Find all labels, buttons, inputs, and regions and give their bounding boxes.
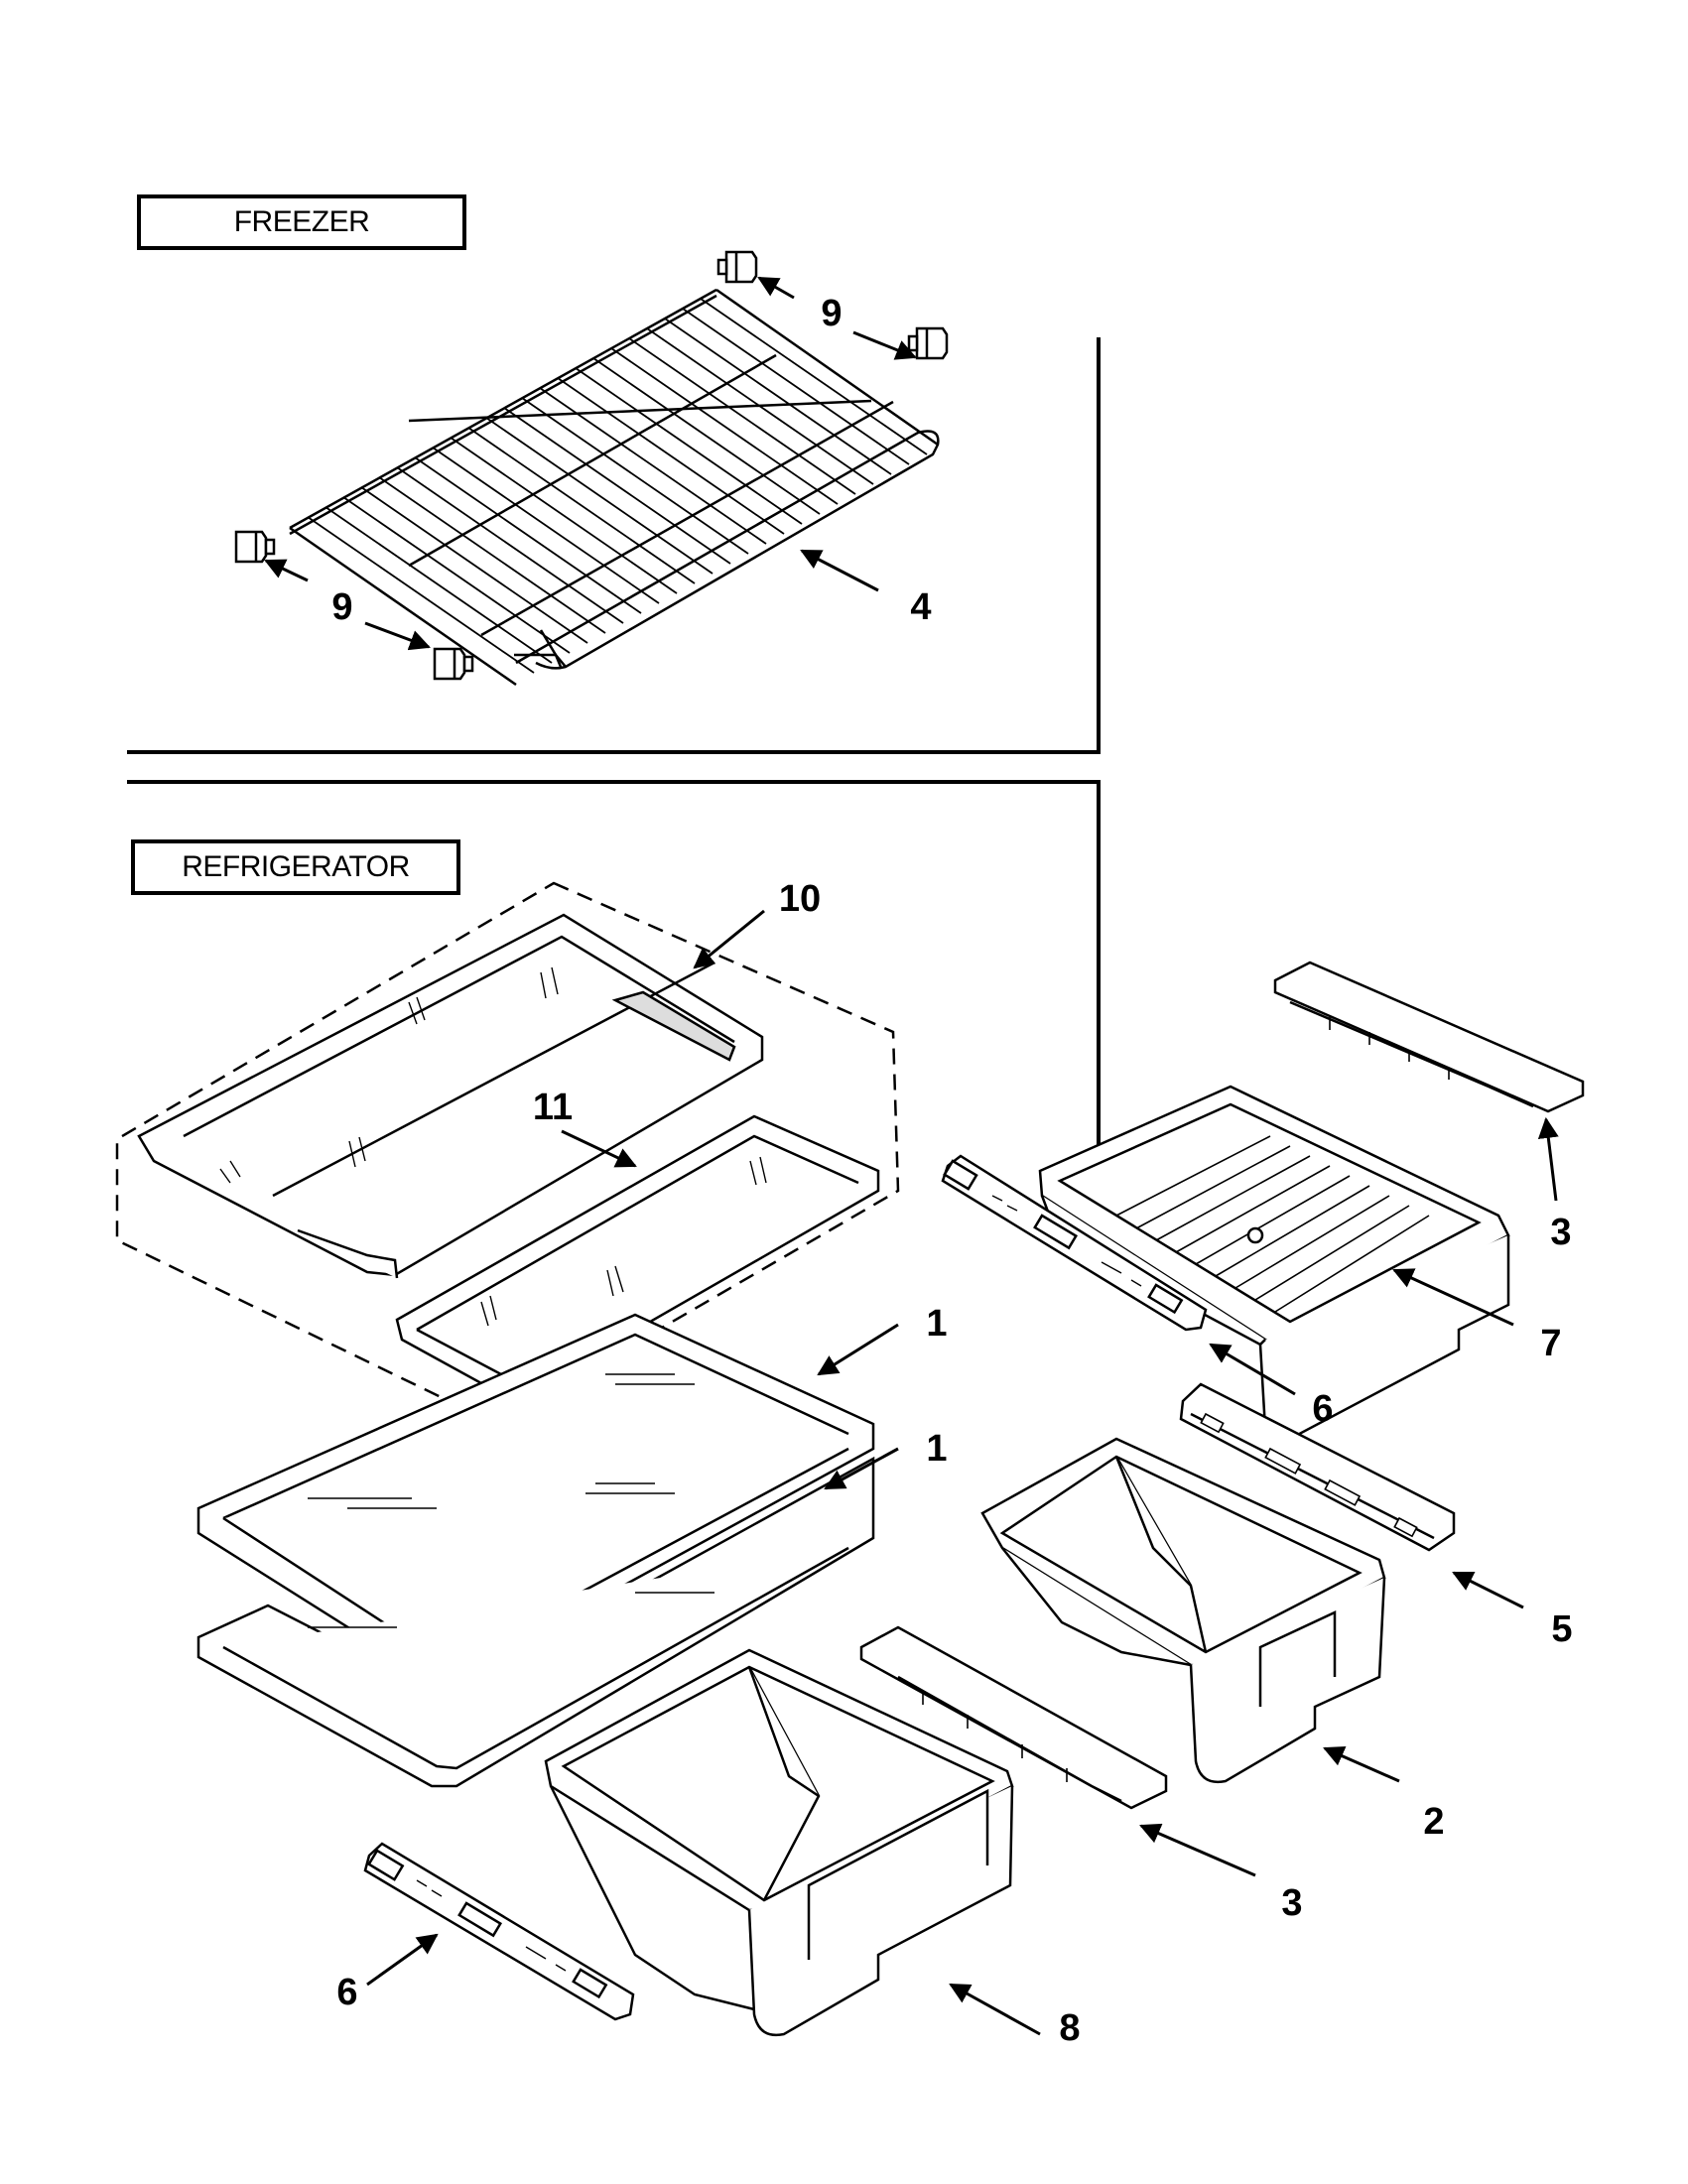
callout-9-bottom: 9 [331,586,353,628]
callout-7: 7 [1540,1323,1562,1364]
glass-shelf-1-upper [196,1313,875,1679]
rail-lower [363,1842,635,2021]
freezer-wire-shelf [289,288,940,687]
callout-11: 11 [532,1087,574,1128]
crisper-cover-upper [1273,961,1585,1113]
freezer-section-label: FREEZER [137,194,466,250]
callout-8: 8 [1059,2007,1081,2049]
glass-shelf-large [137,913,764,1279]
glass-shelf-1-lower [196,1456,875,1788]
callout-1-lower: 1 [926,1428,948,1470]
callout-6-lower: 6 [336,1972,358,2013]
upper-pan [1038,1085,1510,1442]
callout-9-top: 9 [821,293,843,334]
callout-3-middle: 3 [1281,1882,1303,1924]
shelf-pins [234,250,949,681]
lower-pan [544,1648,1014,2037]
callout-4: 4 [910,586,932,628]
middle-pan [980,1437,1386,1784]
crisper-cover-middle [859,1625,1168,1810]
callout-10: 10 [778,878,822,920]
callout-1-upper: 1 [926,1303,948,1345]
rail-upper [941,1154,1208,1332]
section-dividers [127,337,1101,1219]
callout-2: 2 [1423,1801,1445,1843]
callout-5: 5 [1551,1608,1573,1650]
callout-3-top: 3 [1550,1212,1572,1253]
callout-6-upper: 6 [1312,1388,1334,1430]
rail-right [1179,1382,1456,1552]
leader-arrows [264,276,1559,2036]
refrigerator-section-label: REFRIGERATOR [131,839,460,895]
glass-shelf-small [395,1114,880,1396]
